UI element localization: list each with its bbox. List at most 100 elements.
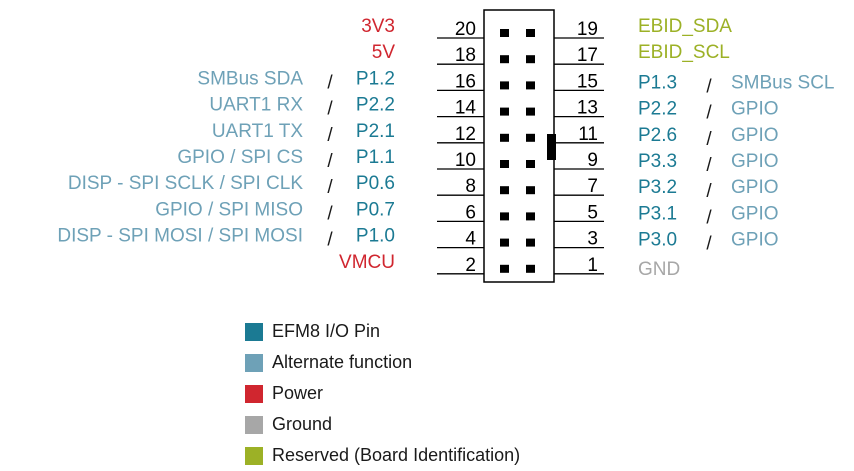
legend-item-efm8-io-pin: EFM8 I/O Pin: [245, 316, 520, 347]
pin-label-left: P1.2: [356, 68, 395, 89]
alt-function-left: GPIO / SPI MISO: [155, 199, 303, 220]
pin-pad: [500, 264, 509, 273]
separator: /: [327, 203, 333, 224]
separator: /: [706, 181, 712, 202]
pin-number-left: 8: [465, 176, 476, 197]
separator: /: [327, 177, 333, 198]
separator: /: [706, 129, 712, 150]
legend-swatch-reserved: [245, 446, 263, 465]
legend-swatch-power: [245, 384, 263, 403]
pin-number-left: 16: [455, 71, 476, 92]
pin-number-right: 9: [587, 150, 598, 171]
pin-label-left: P2.2: [356, 95, 395, 116]
legend: EFM8 I/O Pin Alternate function Power Gr…: [245, 316, 520, 471]
pin-number-right: 7: [587, 176, 598, 197]
legend-item-reserved: Reserved (Board Identification): [245, 440, 520, 471]
alt-function-right: GPIO: [731, 203, 779, 224]
pin-number-right: 17: [577, 45, 598, 66]
pin-number-left: 10: [455, 150, 476, 171]
separator: /: [706, 103, 712, 124]
pin-label-right: P2.2: [638, 99, 677, 120]
alt-function-left: DISP - SPI SCLK / SPI CLK: [68, 173, 303, 194]
header-key-notch: [547, 134, 556, 160]
legend-label: Ground: [272, 414, 333, 434]
alt-function-left: SMBus SDA: [197, 68, 303, 89]
separator: /: [327, 125, 333, 146]
legend-item-ground: Ground: [245, 409, 520, 440]
pin-label-right: EBID_SCL: [638, 42, 730, 63]
pin-pad: [526, 107, 535, 116]
pin-number-right: 5: [587, 202, 598, 223]
pin-number-left: 4: [465, 229, 476, 250]
alt-function-left: GPIO / SPI CS: [177, 147, 303, 168]
alt-function-right: GPIO: [731, 177, 779, 198]
pin-number-right: 3: [587, 229, 598, 250]
pin-pad: [526, 55, 535, 64]
pin-label-left: 3V3: [361, 16, 395, 37]
pin-label-left: P0.7: [356, 199, 395, 220]
legend-label: Power: [272, 383, 324, 403]
legend-swatch-pin: [245, 322, 263, 341]
pin-pad: [500, 238, 509, 247]
pin-pad: [526, 212, 535, 221]
pin-label-right: P3.2: [638, 177, 677, 198]
pin-label-right: P3.3: [638, 151, 677, 172]
alt-function-left: UART1 TX: [212, 121, 303, 142]
pin-number-left: 6: [465, 202, 476, 223]
pin-label-left: 5V: [372, 42, 396, 63]
pin-pad: [526, 133, 535, 142]
pin-number-left: 18: [455, 45, 476, 66]
separator: /: [706, 155, 712, 176]
pin-label-right: P3.0: [638, 230, 677, 251]
pin-pad: [500, 55, 509, 64]
alt-function-right: GPIO: [731, 151, 779, 172]
pin-number-right: 1: [587, 255, 598, 276]
legend-label: Alternate function: [272, 352, 413, 372]
pin-label-right: EBID_SDA: [638, 16, 732, 37]
pin-label-right: P1.3: [638, 72, 677, 93]
pin-pad: [526, 186, 535, 195]
pin-label-left: P2.1: [356, 121, 395, 142]
pin-label-right: P2.6: [638, 125, 677, 146]
pin-pad: [526, 81, 535, 90]
legend-item-power: Power: [245, 378, 520, 409]
pin-number-right: 19: [577, 19, 598, 40]
pin-pad: [500, 160, 509, 168]
pin-number-left: 14: [455, 98, 477, 119]
pin-pad: [500, 186, 509, 195]
legend-item-alternate-function: Alternate function: [245, 347, 520, 378]
pin-label-left: P0.6: [356, 173, 395, 194]
separator: /: [327, 99, 333, 120]
pin-number-right: 13: [577, 98, 598, 119]
pin-label-left: P1.1: [356, 147, 395, 168]
alt-function-left: UART1 RX: [209, 95, 303, 116]
pin-label-left: P1.0: [356, 226, 395, 247]
separator: /: [327, 72, 333, 93]
pin-pad: [500, 212, 509, 221]
pin-number-left: 2: [465, 255, 476, 276]
alt-function-right: SMBus SCL: [731, 72, 834, 93]
pin-number-right: 15: [577, 71, 598, 92]
legend-label: Reserved (Board Identification): [272, 445, 521, 465]
pin-pad: [500, 107, 509, 116]
legend-swatch-ground: [245, 415, 263, 434]
pin-pad: [526, 264, 535, 273]
separator: /: [706, 207, 712, 228]
pin-pad: [500, 81, 509, 90]
legend-swatch-alt: [245, 353, 263, 372]
pin-pad: [526, 160, 535, 168]
separator: /: [327, 151, 333, 172]
pin-pad: [526, 29, 535, 37]
separator: /: [706, 234, 712, 255]
separator: /: [327, 230, 333, 251]
pin-pad: [500, 29, 509, 37]
pin-label-left: VMCU: [339, 252, 395, 273]
legend-label: EFM8 I/O Pin: [272, 321, 381, 341]
pin-pad: [526, 238, 535, 247]
pin-number-left: 12: [455, 124, 476, 145]
pin-label-right: GND: [638, 259, 680, 280]
alt-function-right: GPIO: [731, 125, 779, 146]
pin-number-left: 20: [455, 19, 476, 40]
header-outline: [483, 9, 555, 283]
